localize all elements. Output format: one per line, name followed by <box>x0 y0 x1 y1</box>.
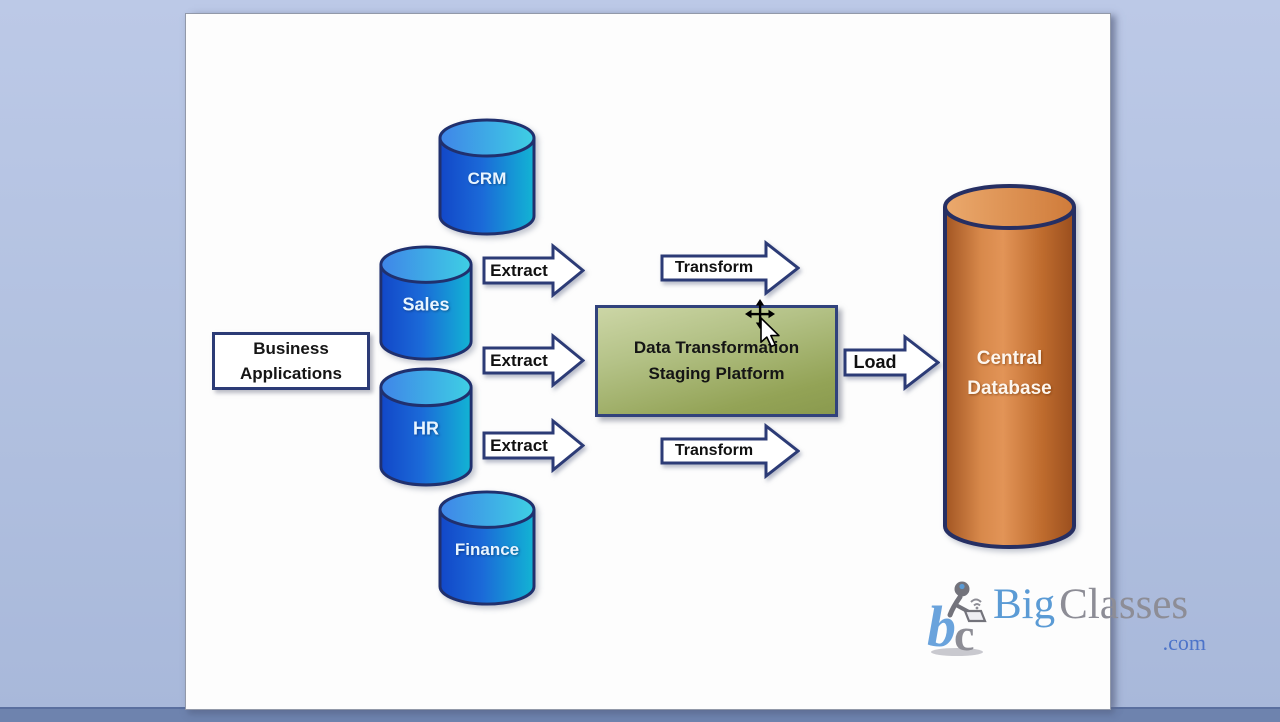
sales-label: Sales <box>402 294 450 315</box>
right-block-arrow-icon <box>843 333 940 392</box>
load-arrow-label: Load <box>853 352 897 372</box>
transform-arrow-label: Transform <box>674 259 754 276</box>
right-block-arrow-icon <box>482 418 585 473</box>
crm-database-cylinder: CRM <box>437 117 537 237</box>
right-block-arrow-icon <box>482 243 585 298</box>
extract-arrow-label: Extract <box>490 435 548 455</box>
business-applications-line1: Business <box>253 339 329 358</box>
load-arrow: Load <box>843 333 940 392</box>
central-database-cylinder: Central Database <box>942 183 1077 550</box>
move-cursor-icon <box>745 299 780 348</box>
central-database-label: Central Database <box>942 344 1077 404</box>
bigclasses-logo-text: BigClasses <box>993 574 1188 636</box>
bigclasses-logo-icon: b c <box>927 581 987 658</box>
bigclasses-logo: b c BigClasses .com <box>927 572 1212 667</box>
staging-line2: Staging Platform <box>648 364 785 383</box>
transform-arrow-top: Transform <box>660 239 800 297</box>
finance-label: Finance <box>454 540 520 560</box>
central-database-line2: Database <box>967 378 1052 400</box>
extract-arrow-top: Extract <box>482 243 585 298</box>
right-block-arrow-icon <box>660 422 800 480</box>
extract-arrow-middle: Extract <box>482 333 585 388</box>
hr-label: HR <box>413 418 439 439</box>
extract-arrow-label: Extract <box>490 350 548 370</box>
central-database-line1: Central <box>976 348 1043 370</box>
finance-database-cylinder: Finance <box>437 489 537 607</box>
logo-word-classes: Classes <box>1059 581 1189 628</box>
staging-line1: Data Transformation <box>633 338 800 357</box>
database-cylinder-icon <box>438 490 536 606</box>
right-block-arrow-icon <box>482 333 585 388</box>
right-block-arrow-icon <box>660 239 800 297</box>
staging-platform-box: Data Transformation Staging Platform <box>595 305 838 417</box>
extract-arrow-label: Extract <box>490 260 548 280</box>
sales-database-cylinder: Sales <box>378 244 474 362</box>
logo-dot-com: .com <box>1162 630 1206 655</box>
transform-arrow-label: Transform <box>674 442 754 459</box>
transform-arrow-bottom: Transform <box>660 422 800 480</box>
logo-word-big: Big <box>993 581 1056 628</box>
database-cylinder-icon <box>379 367 473 487</box>
database-cylinder-icon <box>379 245 473 361</box>
business-applications-line2: Applications <box>239 364 342 383</box>
svg-text:b: b <box>927 594 956 658</box>
extract-arrow-bottom: Extract <box>482 418 585 473</box>
crm-label: CRM <box>467 169 507 189</box>
database-cylinder-icon <box>438 118 536 236</box>
hr-database-cylinder: HR <box>378 366 474 488</box>
database-cylinder-icon <box>943 184 1076 549</box>
business-applications-box: Business Applications <box>212 332 370 390</box>
